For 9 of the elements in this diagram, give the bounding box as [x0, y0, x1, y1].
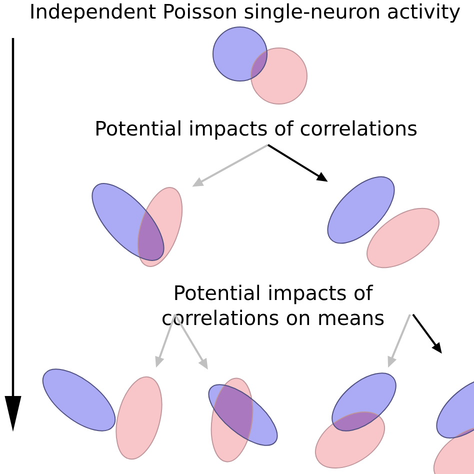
ellipse-pair-drawing: [327, 176, 440, 268]
heading: Potential impacts of correlations on means: [162, 284, 384, 326]
ellipse-pair-drawing: [315, 372, 396, 469]
ellipse-pair-drawing: [208, 378, 278, 462]
circle-pair-drawing: [212, 26, 308, 104]
heading: Potential impacts of correlations: [96, 120, 417, 140]
heading: Independent Poisson single-neuron activity: [31, 3, 460, 23]
ellipse-pair-drawing: [92, 183, 183, 267]
ellipse-pair-drawing: [42, 368, 162, 460]
